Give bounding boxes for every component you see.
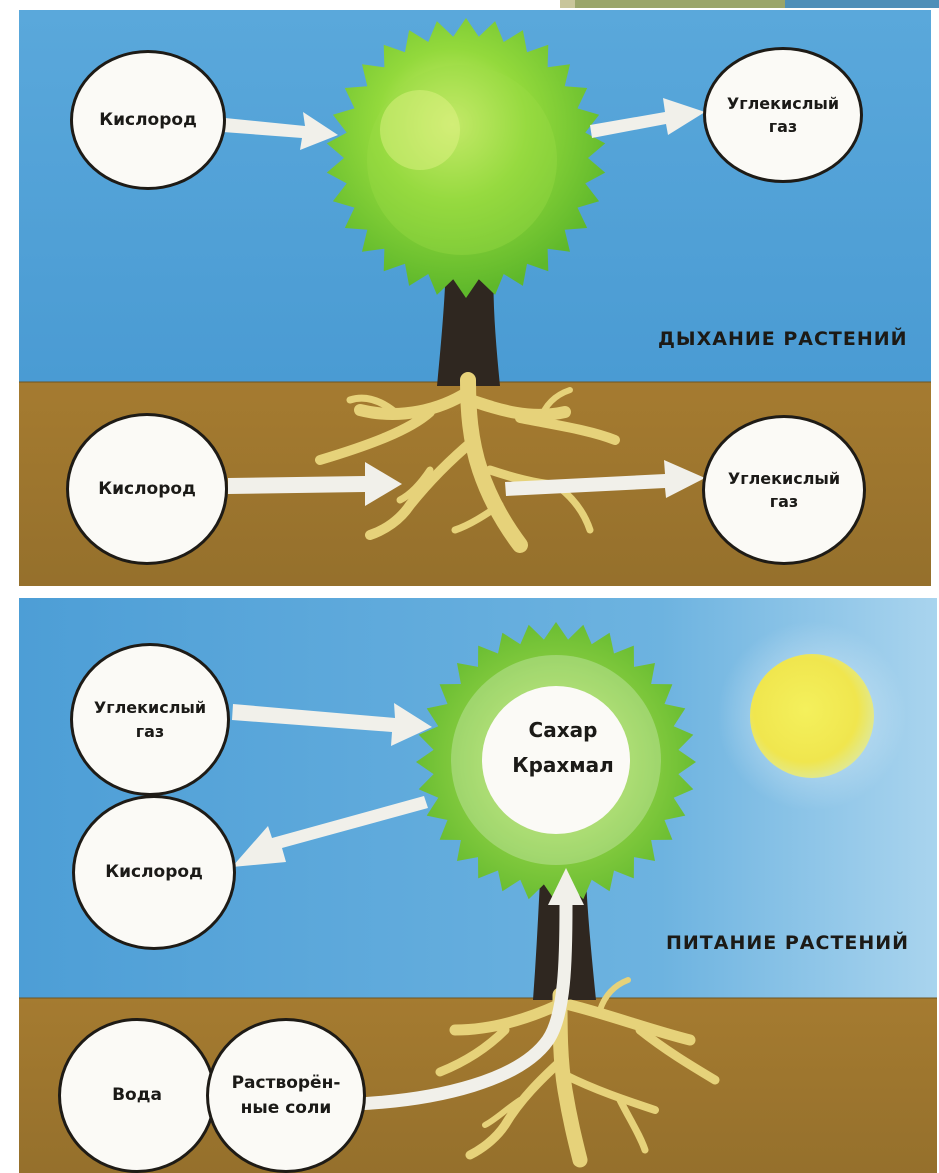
dissolved-salts-circle: Растворён- ные соли bbox=[206, 1018, 366, 1173]
soil-co2-output-label-1: Углекислый bbox=[728, 467, 840, 490]
respiration-section-title: ДЫХАНИЕ РАСТЕНИЙ bbox=[658, 328, 908, 350]
water-label: Вода bbox=[112, 1083, 162, 1108]
oxygen-output-circle: Кислород bbox=[72, 795, 236, 950]
leaf-products: Сахар Крахмал bbox=[478, 713, 648, 783]
co2-input-label-2: газ bbox=[94, 720, 206, 743]
co2-input-label-1: Углекислый bbox=[94, 696, 206, 719]
soil-co2-output-circle: Углекислый газ bbox=[702, 415, 866, 565]
co2-input-circle: Углекислый газ bbox=[70, 643, 230, 796]
co2-output-circle: Углекислый газ bbox=[703, 47, 863, 183]
soil-oxygen-input-circle: Кислород bbox=[66, 413, 228, 565]
soil-oxygen-input-label: Кислород bbox=[98, 477, 196, 502]
sugar-label: Сахар bbox=[478, 713, 648, 748]
co2-output-label-2: газ bbox=[727, 115, 839, 138]
oxygen-output-label: Кислород bbox=[105, 860, 203, 885]
starch-label: Крахмал bbox=[478, 748, 648, 783]
co2-output-label-1: Углекислый bbox=[727, 92, 839, 115]
water-circle: Вода bbox=[58, 1018, 216, 1173]
nutrition-section-title: ПИТАНИЕ РАСТЕНИЙ bbox=[666, 932, 909, 954]
oxygen-input-label: Кислород bbox=[99, 108, 197, 133]
salts-label-2: ные соли bbox=[232, 1096, 341, 1121]
soil-co2-output-label-2: газ bbox=[728, 490, 840, 513]
sun bbox=[717, 621, 907, 811]
oxygen-input-circle: Кислород bbox=[70, 50, 226, 190]
salts-label-1: Растворён- bbox=[232, 1071, 341, 1096]
